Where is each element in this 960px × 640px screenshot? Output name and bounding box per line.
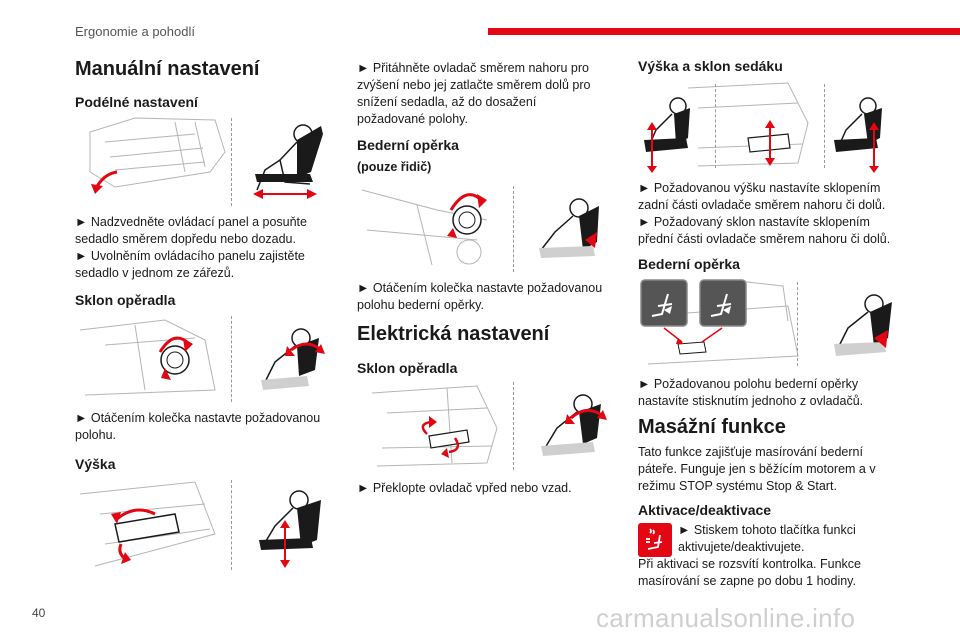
illustration-divider: [513, 186, 514, 272]
longitudinal-text-1: ► Nadzvedněte ovládací panel a posuňte s…: [75, 215, 307, 246]
illustration-divider: [231, 118, 232, 206]
illustration-divider: [797, 282, 798, 366]
lumbar-button-icon: [699, 279, 747, 327]
electric-backrest-text: ► Překlopte ovladač vpřed nebo vzad.: [357, 481, 572, 495]
watermark: carmanualsonline.info: [596, 603, 856, 633]
backrest-manual-text: ► Otáčením kolečka nastavte požadovanou …: [75, 411, 321, 442]
electric-lumbar-text: ► Požadovanou polohu bederní opěrky nast…: [638, 377, 864, 408]
electric-lumbar-illustration: [640, 279, 892, 365]
manual-settings-title: Manuální nastavení: [75, 58, 260, 80]
longitudinal-illustration: [89, 117, 323, 199]
illustration-divider: [715, 84, 716, 168]
longitudinal-title: Podélné nastavení: [75, 94, 198, 110]
electric-settings-title: Elektrická nastavení: [357, 323, 550, 345]
backrest-title: Sklon opěradla: [75, 292, 176, 308]
page-number: 40: [32, 606, 46, 620]
backrest-electric-illustration: [371, 385, 607, 467]
seat-tilt-text: ► Požadovaný sklon nastavíte sklopením p…: [638, 215, 891, 246]
electric-lumbar-title: Bederní opěrka: [638, 256, 740, 272]
seat-height-tilt-illustration: [644, 82, 882, 173]
header-accent-bar: [488, 28, 960, 35]
lumbar-title: Bederní opěrka: [357, 137, 459, 153]
seat-height-tilt-title: Výška a sklon sedáku: [638, 58, 783, 74]
electric-backrest-title: Sklon opěradla: [357, 360, 458, 376]
section-header: Ergonomie a pohodlí: [75, 24, 195, 39]
activation-text: ► Stiskem tohoto tlačítka funkci aktivuj…: [678, 523, 856, 554]
activation-note: Při aktivaci se rozsvítí kontrolka. Funk…: [638, 557, 861, 588]
seat-height-text: ► Požadovanou výšku nastavíte sklopením …: [638, 181, 886, 212]
massage-title: Masážní funkce: [638, 416, 786, 438]
backrest-manual-illustration: [79, 319, 325, 396]
illustration-divider: [513, 382, 514, 470]
height-title: Výška: [75, 456, 116, 472]
longitudinal-text-2: ► Uvolněním ovládacího panelu zajistěte …: [75, 249, 305, 280]
illustration-divider: [231, 480, 232, 570]
height-illustration: [79, 481, 321, 568]
height-control-text: ► Přitáhněte ovladač směrem nahoru pro z…: [357, 61, 591, 126]
massage-button-icon: [638, 523, 672, 557]
lumbar-manual-text: ► Otáčením kolečka nastavte požadovanou …: [357, 281, 603, 312]
lumbar-button-icon: [640, 279, 688, 327]
illustration-divider: [824, 84, 825, 168]
activation-title: Aktivace/deaktivace: [638, 502, 772, 518]
massage-intro: Tato funkce zajišťuje masírování bederní…: [638, 445, 876, 493]
driver-only-note: (pouze řidič): [357, 160, 432, 174]
illustration-divider: [231, 316, 232, 402]
lumbar-manual-illustration: [361, 189, 599, 266]
